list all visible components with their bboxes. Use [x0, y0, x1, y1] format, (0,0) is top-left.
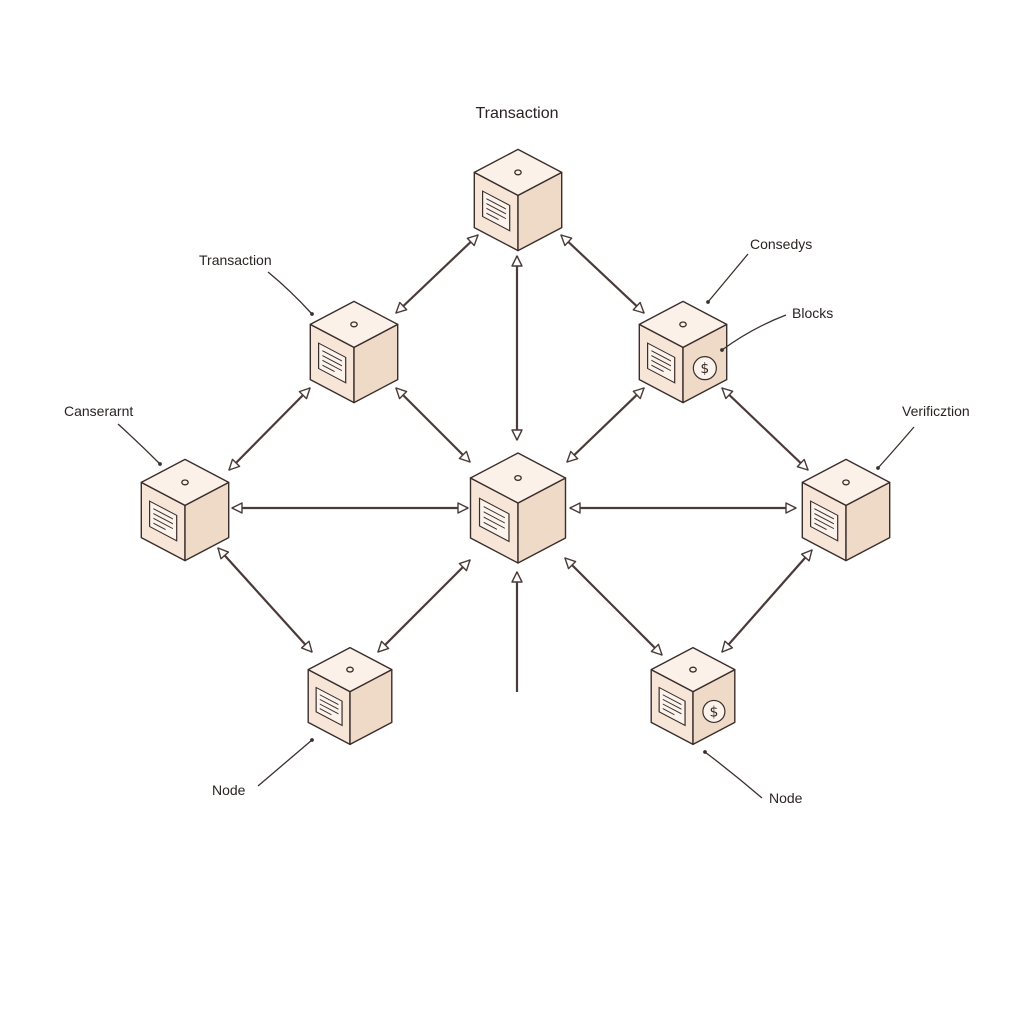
- node-cube-upper-left: [309, 300, 399, 404]
- document-line: [814, 522, 827, 531]
- document-frame: [482, 190, 511, 232]
- edge-center-bottom-left: [377, 559, 471, 653]
- edge-right-bottom-right: [721, 549, 813, 653]
- document-icon: [478, 497, 510, 543]
- label-upper-left: Transaction: [199, 252, 272, 268]
- edge-upper-left-center: [395, 387, 471, 463]
- edge-upper-right-right: [721, 387, 809, 471]
- document-icon: [482, 190, 511, 232]
- document-line: [322, 359, 342, 372]
- leader-consensus: [706, 253, 749, 304]
- node-cube-right: [801, 458, 891, 562]
- label-bottom-left: Node: [212, 782, 246, 798]
- document-line: [153, 522, 166, 531]
- svg-text:$: $: [709, 704, 718, 720]
- document-line: [814, 512, 834, 525]
- document-line: [322, 354, 342, 367]
- document-line: [651, 364, 664, 373]
- leader-left: [117, 423, 162, 466]
- document-line: [662, 703, 682, 715]
- dollar-coin-icon: $: [692, 356, 717, 381]
- document-line: [651, 354, 671, 367]
- document-frame: [810, 500, 839, 542]
- leader-upper-left: [267, 271, 314, 316]
- edge-upper-right-center: [566, 387, 645, 463]
- document-line: [483, 511, 505, 524]
- document-line: [322, 364, 335, 373]
- document-line: [483, 506, 505, 519]
- edge-top-upper-right: [560, 234, 645, 314]
- edge-top-upper-left: [395, 234, 479, 314]
- document-frame: [647, 342, 676, 384]
- cube-top-dot: [514, 169, 522, 176]
- labels: Transaction Transaction Consedys Blocks …: [64, 105, 970, 806]
- label-left: Canserarnt: [64, 403, 133, 419]
- cube-top-dot: [350, 321, 358, 328]
- document-line: [483, 516, 505, 529]
- document-icon: [149, 500, 178, 542]
- document-line: [651, 359, 671, 372]
- document-line: [662, 708, 675, 716]
- document-line: [319, 703, 339, 715]
- svg-text:$: $: [700, 361, 709, 377]
- cube-top-dot: [689, 666, 697, 673]
- edge-left-bottom-left: [217, 547, 313, 653]
- node-cube-bottom-left: [307, 646, 393, 746]
- document-line: [153, 512, 173, 525]
- document-frame: [658, 686, 686, 727]
- label-leaders: [117, 253, 915, 799]
- edge-upper-left-left: [228, 387, 311, 471]
- node-cube-left: [140, 458, 230, 562]
- label-right: Verificztion: [902, 403, 970, 419]
- document-line: [486, 198, 506, 210]
- document-icon: [318, 342, 347, 384]
- document-line: [486, 202, 506, 215]
- document-line: [319, 694, 339, 706]
- document-line: [814, 508, 834, 520]
- leader-bottom-right: [703, 750, 763, 799]
- nodes: $$: [140, 148, 891, 746]
- node-cube-top: [473, 148, 563, 252]
- connections: [217, 234, 813, 692]
- document-icon: [658, 686, 686, 727]
- cube-top-dot: [679, 321, 687, 328]
- document-frame: [478, 497, 510, 543]
- document-frame: [149, 500, 178, 542]
- label-blocks: Blocks: [792, 305, 833, 321]
- document-icon: [647, 342, 676, 384]
- label-top: Transaction: [476, 105, 559, 122]
- document-line: [483, 521, 497, 530]
- document-line: [651, 350, 671, 362]
- document-icon: [810, 500, 839, 542]
- cube-top-dot: [514, 474, 522, 482]
- node-cube-center: [469, 452, 567, 564]
- document-line: [153, 517, 173, 530]
- document-line: [662, 694, 682, 706]
- document-frame: [315, 686, 343, 727]
- leader-blocks: [720, 314, 787, 352]
- leader-bottom-left: [257, 738, 314, 787]
- document-frame: [318, 342, 347, 384]
- leader-right: [876, 426, 915, 470]
- document-line: [486, 207, 506, 220]
- document-line: [319, 708, 332, 716]
- document-line: [322, 350, 342, 362]
- document-line: [814, 517, 834, 530]
- document-line: [319, 698, 339, 710]
- edge-center-bottom-right: [564, 557, 663, 656]
- label-consensus: Consedys: [750, 236, 812, 252]
- label-bottom-right: Node: [769, 790, 803, 806]
- cube-top-dot: [842, 479, 850, 486]
- document-line: [486, 212, 499, 221]
- cube-top-dot: [181, 479, 189, 486]
- node-cube-upper-right: $: [638, 300, 728, 404]
- node-cube-bottom-right: $: [650, 646, 736, 746]
- dollar-coin-icon: $: [702, 699, 726, 724]
- document-line: [662, 698, 682, 710]
- cube-top-dot: [346, 666, 354, 673]
- document-icon: [315, 686, 343, 727]
- document-line: [153, 508, 173, 520]
